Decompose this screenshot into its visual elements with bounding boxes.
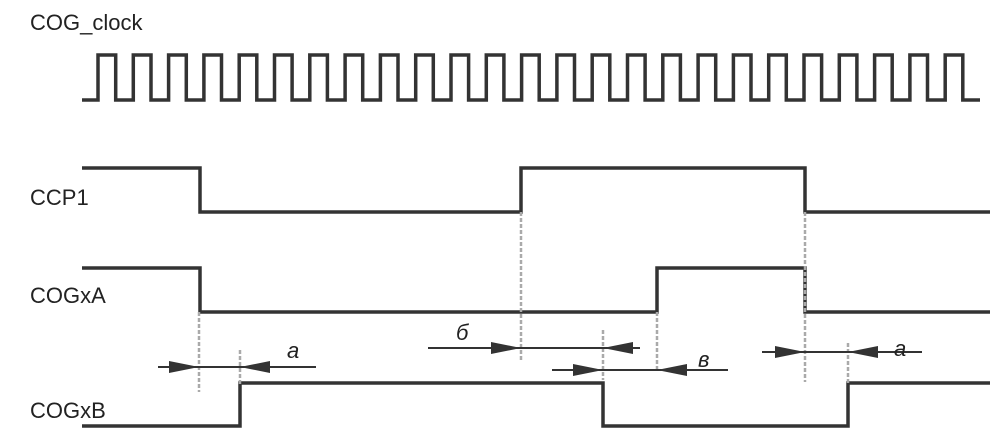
arrowhead-icon xyxy=(603,342,633,354)
label-ccp1: CCP1 xyxy=(30,185,89,210)
annotation-a-first: a xyxy=(287,338,299,363)
label-cogxa: COGxA xyxy=(30,283,106,308)
arrowhead-icon xyxy=(240,361,270,373)
arrowhead-icon xyxy=(848,346,878,358)
label-cog-clock: COG_clock xyxy=(30,10,143,35)
guide-lines xyxy=(197,212,850,392)
waveform-ccp1 xyxy=(82,166,990,214)
label-cogxb: COGxB xyxy=(30,398,106,423)
waveform-cog-clock xyxy=(82,53,980,102)
arrowhead-icon xyxy=(169,361,199,373)
arrowhead-icon xyxy=(657,364,687,376)
annotation-b: б xyxy=(456,320,470,345)
waveform-cogxa xyxy=(82,266,990,314)
annotation-a-second: a xyxy=(894,336,906,361)
annotation-v: в xyxy=(698,347,709,372)
arrowhead-icon xyxy=(775,346,805,358)
dimension-arrows xyxy=(158,342,922,376)
waveform-cogxb xyxy=(82,381,990,428)
arrowhead-icon xyxy=(491,342,521,354)
arrowhead-icon xyxy=(573,364,603,376)
